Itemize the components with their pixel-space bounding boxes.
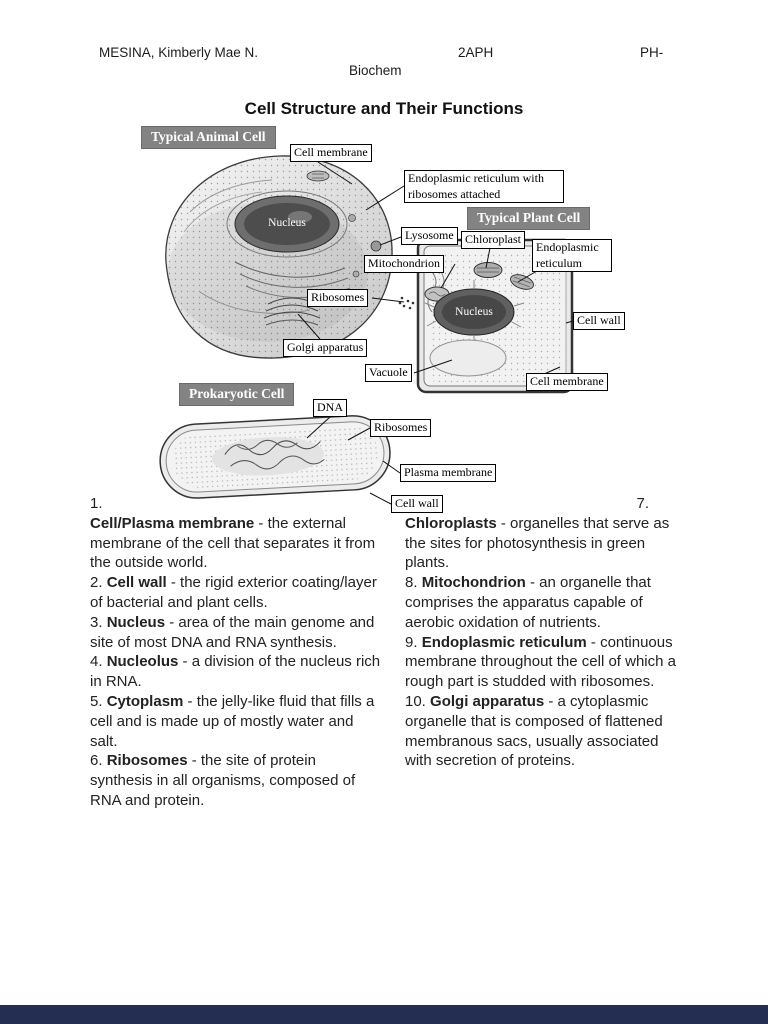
definition-term: Ribosomes bbox=[106, 752, 188, 770]
definition-item-9: 9. Endoplasmic reticulum - continuous me… bbox=[405, 633, 685, 692]
label-dna: DNA bbox=[313, 399, 347, 417]
definition-term: Golgi apparatus bbox=[430, 692, 545, 710]
label-plasma-membrane: Plasma membrane bbox=[400, 464, 497, 482]
label-nucleus-plant: Nucleus bbox=[455, 306, 493, 318]
footer-bar bbox=[0, 1005, 768, 1024]
definition-text: - organelles that serve as the sites for… bbox=[405, 514, 670, 572]
label-cell-wall-plant: Cell wall bbox=[573, 312, 625, 330]
definition-text: - a cytoplasmic organelle that is compos… bbox=[405, 692, 663, 770]
definition-item-5: 5. Cytoplasm - the jelly-like fluid that… bbox=[90, 692, 382, 751]
label-cell-wall-prokaryote: Cell wall bbox=[391, 495, 443, 513]
label-endoplasmic-reticulum-plant: Endoplasmic reticulum bbox=[532, 239, 612, 273]
label-vacuole: Vacuole bbox=[365, 364, 412, 382]
definition-text: - the jelly-like fluid that fills a cell… bbox=[90, 692, 375, 750]
leader-lines bbox=[297, 161, 574, 505]
definition-item-3: 3. Nucleus - area of the main genome and… bbox=[90, 613, 382, 653]
definition-term: Cell wall bbox=[106, 574, 167, 592]
definition-term: Mitochondrion bbox=[421, 574, 526, 592]
label-ribosomes-animal: Ribosomes bbox=[307, 289, 369, 307]
section-header-animal-cell: Typical Animal Cell bbox=[141, 126, 276, 150]
definition-text: - a division of the nucleus rich in RNA. bbox=[90, 653, 381, 691]
definition-number: 9. bbox=[405, 633, 422, 651]
label-mitochondrion: Mitochondrion bbox=[364, 255, 444, 273]
section-header-prokaryotic-cell: Prokaryotic Cell bbox=[179, 383, 295, 407]
label-endoplasmic-reticulum-ribosomes: Endoplasmic reticulum with ribosomes att… bbox=[404, 170, 564, 204]
label-lysosome: Lysosome bbox=[401, 227, 458, 245]
definition-text: - the external membrane of the cell that… bbox=[90, 514, 376, 572]
definition-item-2: 2. Cell wall - the rigid exterior coatin… bbox=[90, 573, 382, 613]
definition-item-8: 8. Mitochondrion - an organelle that com… bbox=[405, 573, 685, 632]
definition-number: 5. bbox=[90, 692, 107, 710]
definition-item-7: Chloroplasts - organelles that serve as … bbox=[405, 514, 685, 573]
header-author-name: MESINA, Kimberly Mae N. bbox=[99, 45, 259, 60]
definition-item-1: Cell/Plasma membrane - the external memb… bbox=[90, 514, 382, 573]
definition-number: 3. bbox=[90, 613, 107, 631]
definition-term: Endoplasmic reticulum bbox=[421, 633, 587, 651]
definition-term: Cell/Plasma membrane bbox=[90, 514, 255, 532]
prokaryotic-cell-shape bbox=[159, 415, 391, 499]
definition-item-10: 10. Golgi apparatus - a cytoplasmic orga… bbox=[405, 692, 685, 771]
definition-text: - area of the main genome and site of mo… bbox=[90, 613, 375, 651]
definition-text: - an organelle that comprises the appara… bbox=[405, 574, 651, 631]
definition-term: Nucleolus bbox=[106, 653, 179, 671]
label-nucleus-animal: Nucleus bbox=[268, 217, 306, 229]
cell-diagram-illustration bbox=[159, 155, 574, 505]
definitions-right-column: 7. Chloroplasts - organelles that serve … bbox=[405, 494, 685, 771]
definition-number: 10. bbox=[405, 692, 431, 710]
definition-number: 8. bbox=[405, 574, 422, 592]
header-subject: Biochem bbox=[349, 63, 402, 78]
label-golgi-apparatus: Golgi apparatus bbox=[283, 339, 368, 357]
definitions-left-column: 1. Cell/Plasma membrane - the external m… bbox=[90, 494, 382, 811]
section-header-plant-cell: Typical Plant Cell bbox=[467, 207, 591, 231]
definition-number: 2. bbox=[90, 574, 107, 592]
definition-text: - the rigid exterior coating/layer of ba… bbox=[90, 574, 377, 611]
page-title: Cell Structure and Their Functions bbox=[244, 99, 524, 118]
label-cell-membrane-plant: Cell membrane bbox=[526, 373, 608, 391]
definition-text: - continuous membrane throughout the cel… bbox=[405, 633, 676, 691]
lead-number-left: 1. bbox=[90, 495, 103, 512]
header-section: 2APH bbox=[458, 45, 494, 60]
definition-term: Nucleus bbox=[106, 613, 166, 631]
definition-term: Chloroplasts bbox=[405, 514, 497, 532]
definition-number: 6. bbox=[90, 752, 107, 770]
animal-cell-shape bbox=[165, 155, 393, 359]
definition-item-4: 4. Nucleolus - a division of the nucleus… bbox=[90, 652, 382, 692]
definition-item-6: 6. Ribosomes - the site of protein synth… bbox=[90, 751, 382, 810]
header-right-fragment: PH- bbox=[640, 45, 664, 60]
definition-text: - the site of protein synthesis in all o… bbox=[90, 752, 356, 809]
definition-number: 4. bbox=[90, 653, 107, 671]
label-ribosomes-prokaryote: Ribosomes bbox=[370, 419, 432, 437]
lead-number-right: 7. bbox=[636, 495, 649, 512]
definition-term: Cytoplasm bbox=[106, 692, 184, 710]
label-cell-membrane-animal: Cell membrane bbox=[290, 144, 372, 162]
label-chloroplast: Chloroplast bbox=[461, 231, 525, 249]
